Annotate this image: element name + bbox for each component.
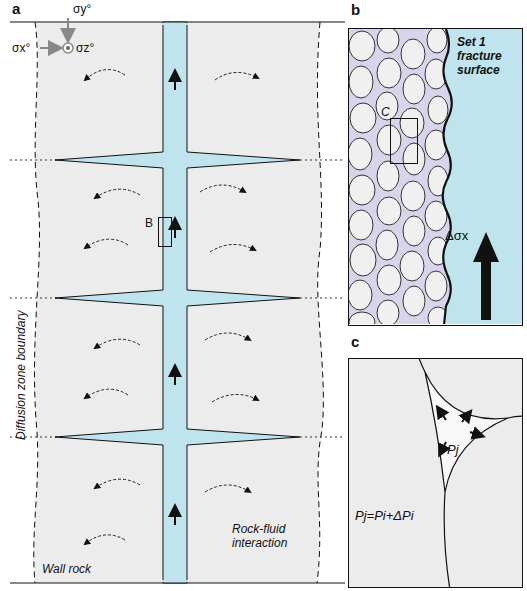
panel-box: cPjPj=Pi+ΔPi xyxy=(348,358,523,588)
boundary-label: Diffusion zone boundary xyxy=(14,311,28,440)
stress-label: σz° xyxy=(76,41,94,55)
surface-label: Set 1 fracture surface xyxy=(457,35,523,77)
stress-label: σx° xyxy=(12,41,30,55)
panel-letter: c xyxy=(351,335,359,349)
callout-letter: B xyxy=(145,216,153,230)
panel-letter: b xyxy=(351,3,360,17)
process-label: Rock-fluid interaction xyxy=(232,522,312,550)
stress-label: σy° xyxy=(73,2,91,16)
region-label: Wall rock xyxy=(42,562,91,576)
pressure-label: Pj xyxy=(447,443,459,457)
detail-box: B xyxy=(158,217,172,247)
detail-box: C xyxy=(390,118,418,164)
panel-letter: a xyxy=(12,2,20,16)
panel-box: bSet 1 fracture surfaceΔσxC xyxy=(348,28,523,326)
callout-letter: C xyxy=(381,105,390,119)
stress-label: Δσx xyxy=(445,229,468,243)
pressure-equation: Pj=Pi+ΔPi xyxy=(355,509,414,523)
